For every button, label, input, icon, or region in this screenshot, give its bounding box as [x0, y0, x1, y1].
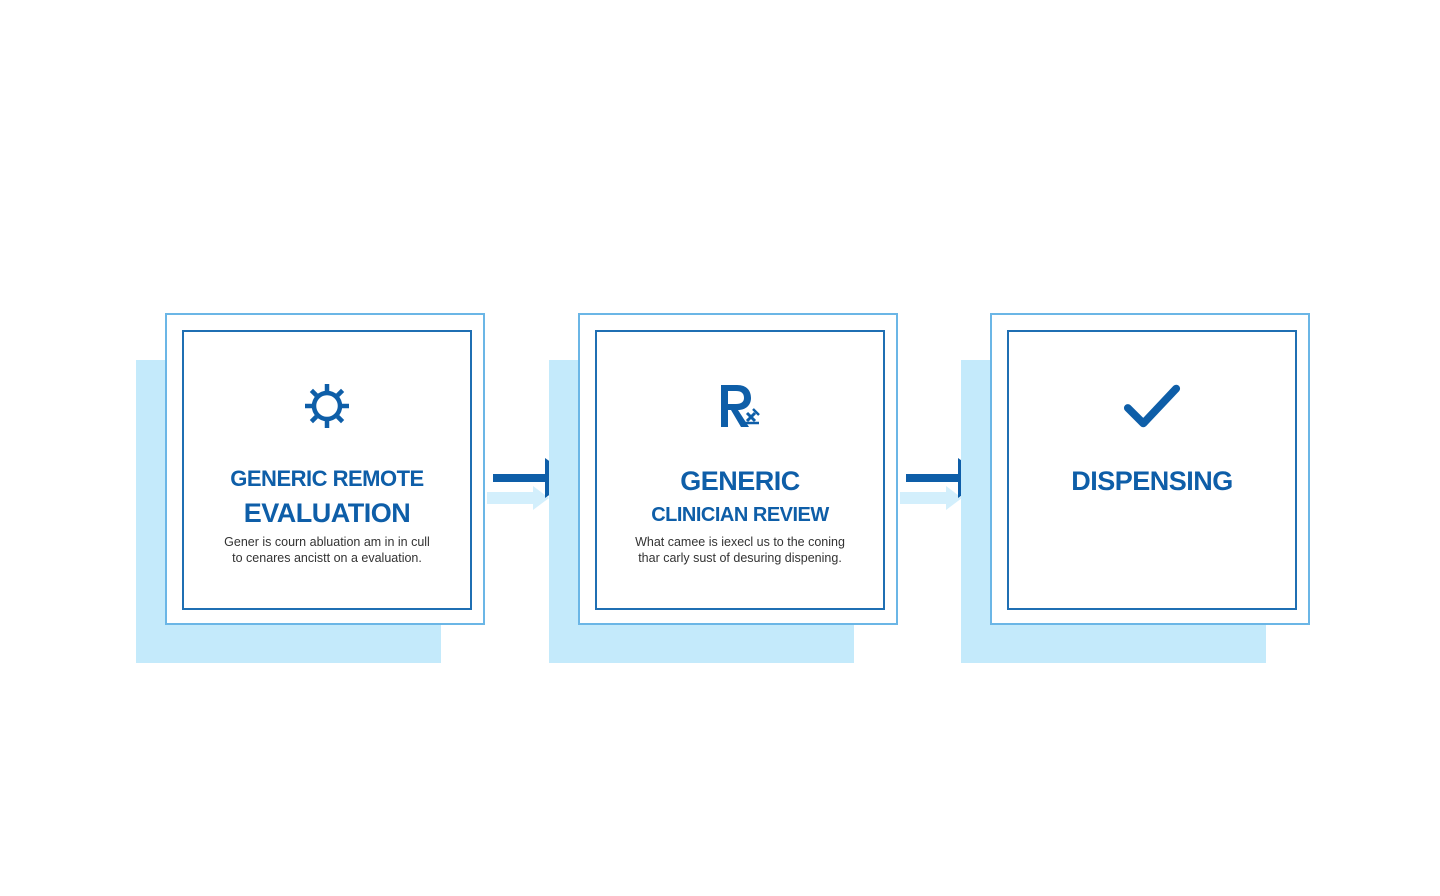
card-inner-frame: GENERIC CLINICIAN REVIEW What camee is i… — [595, 330, 885, 610]
step-title: DISPENSING — [1071, 466, 1233, 496]
step-description-line2: thar carly sust of desuring dispening. — [638, 551, 842, 565]
step-card-remote-evaluation: GENERIC REMOTE EVALUATION Gener is courn… — [136, 313, 485, 665]
step-card-dispensing: DISPENSING — [961, 313, 1310, 665]
step-title-line2: CLINICIAN REVIEW — [651, 504, 829, 526]
card-outer-frame: GENERIC CLINICIAN REVIEW What camee is i… — [578, 313, 898, 625]
step-description-line2: to cenares ancistt on a evaluation. — [232, 551, 422, 565]
step-title-line1: GENERIC REMOTE — [230, 466, 424, 491]
step-title-line2: EVALUATION — [243, 498, 411, 528]
card-inner-frame: DISPENSING — [1007, 330, 1297, 610]
gear-icon — [297, 376, 357, 436]
rx-icon — [710, 376, 770, 436]
step-description-line1: What camee is iexecl us to the coning — [635, 535, 845, 549]
checkmark-icon — [1122, 376, 1182, 436]
step-description-line1: Gener is courn abluation am in in cull — [224, 535, 430, 549]
step-title-line1: GENERIC — [680, 466, 800, 496]
step-card-clinician-review: GENERIC CLINICIAN REVIEW What camee is i… — [549, 313, 898, 665]
card-inner-frame: GENERIC REMOTE EVALUATION Gener is courn… — [182, 330, 472, 610]
card-outer-frame: GENERIC REMOTE EVALUATION Gener is courn… — [165, 313, 485, 625]
card-outer-frame: DISPENSING — [990, 313, 1310, 625]
